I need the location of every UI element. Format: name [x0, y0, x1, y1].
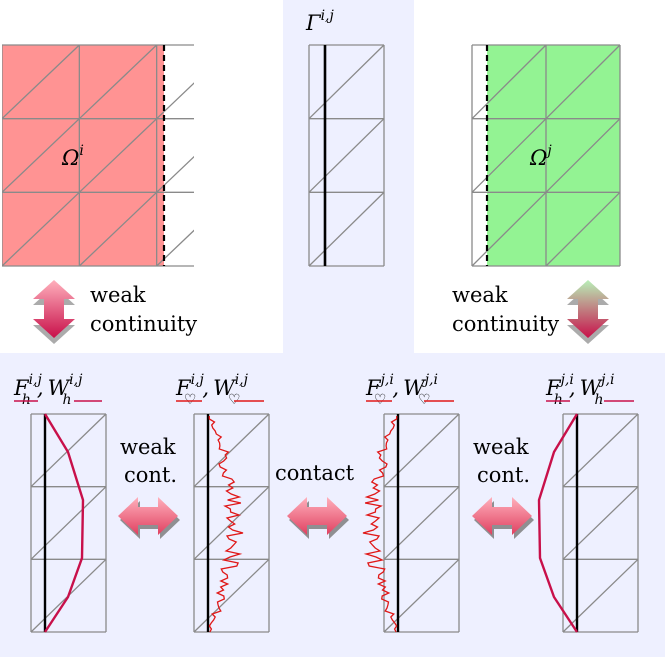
subdomain-j: Ωj: [471, 44, 621, 267]
panel4-mesh: [562, 413, 639, 633]
svg-text:Fi,jh,Wi,jh: Fi,jh,Wi,jh: [13, 372, 83, 408]
interface-mesh: [308, 44, 385, 267]
panel4-discrete-curve: [537, 413, 579, 633]
panel2-mesh: [193, 413, 270, 633]
svg-text:Fj,ih,Wj,ih: Fj,ih,Wj,ih: [545, 372, 614, 408]
weak-cont-label-1a: weak: [120, 435, 176, 459]
subdomain-i-mesh: [2, 44, 194, 267]
panel1-mesh: [30, 413, 107, 633]
weak-cont-label-2a: weak: [473, 435, 529, 459]
subdomain-j-mesh: [471, 44, 621, 267]
omega-j-label: Ωj: [529, 143, 552, 170]
interface-gamma: Γi,j: [305, 8, 385, 267]
subdomain-j-fill: [487, 45, 620, 266]
svg-text:Fi,j♡,Wi,j♡: Fi,j♡,Wi,j♡: [175, 372, 249, 408]
interface-band-top: [283, 0, 414, 353]
contact-label: contact: [275, 461, 355, 485]
h-arrow-2: [287, 497, 349, 539]
h-arrow-3: [472, 497, 534, 539]
subdomain-i: Ωi: [2, 44, 194, 267]
subdomain-i-fill: [2, 45, 164, 266]
gamma-label: Γi,j: [305, 8, 335, 35]
panel2-label: Fi,j♡,Wi,j♡: [175, 372, 264, 408]
h-arrow-1: [118, 497, 180, 539]
omega-i-label: Ωi: [61, 143, 84, 170]
panel1-discrete-curve: [43, 413, 85, 633]
panel2-contact-curve: [208, 416, 244, 633]
weak-cont-label-2b: cont.: [477, 463, 530, 487]
vertical-arrow-right: [567, 280, 609, 344]
panel3-contact-curve: [362, 416, 398, 633]
panel3-label: Fj,i♡,Wj,i♡: [365, 372, 454, 408]
weak-label-right: weak: [452, 283, 508, 307]
weak-label-left: weak: [90, 283, 146, 307]
vertical-arrow-left: [33, 280, 75, 344]
svg-text:Fj,i♡,Wj,i♡: Fj,i♡,Wj,i♡: [365, 372, 438, 408]
continuity-label-left: continuity: [90, 312, 197, 336]
continuity-label-right: continuity: [452, 312, 559, 336]
weak-cont-label-1b: cont.: [124, 463, 177, 487]
